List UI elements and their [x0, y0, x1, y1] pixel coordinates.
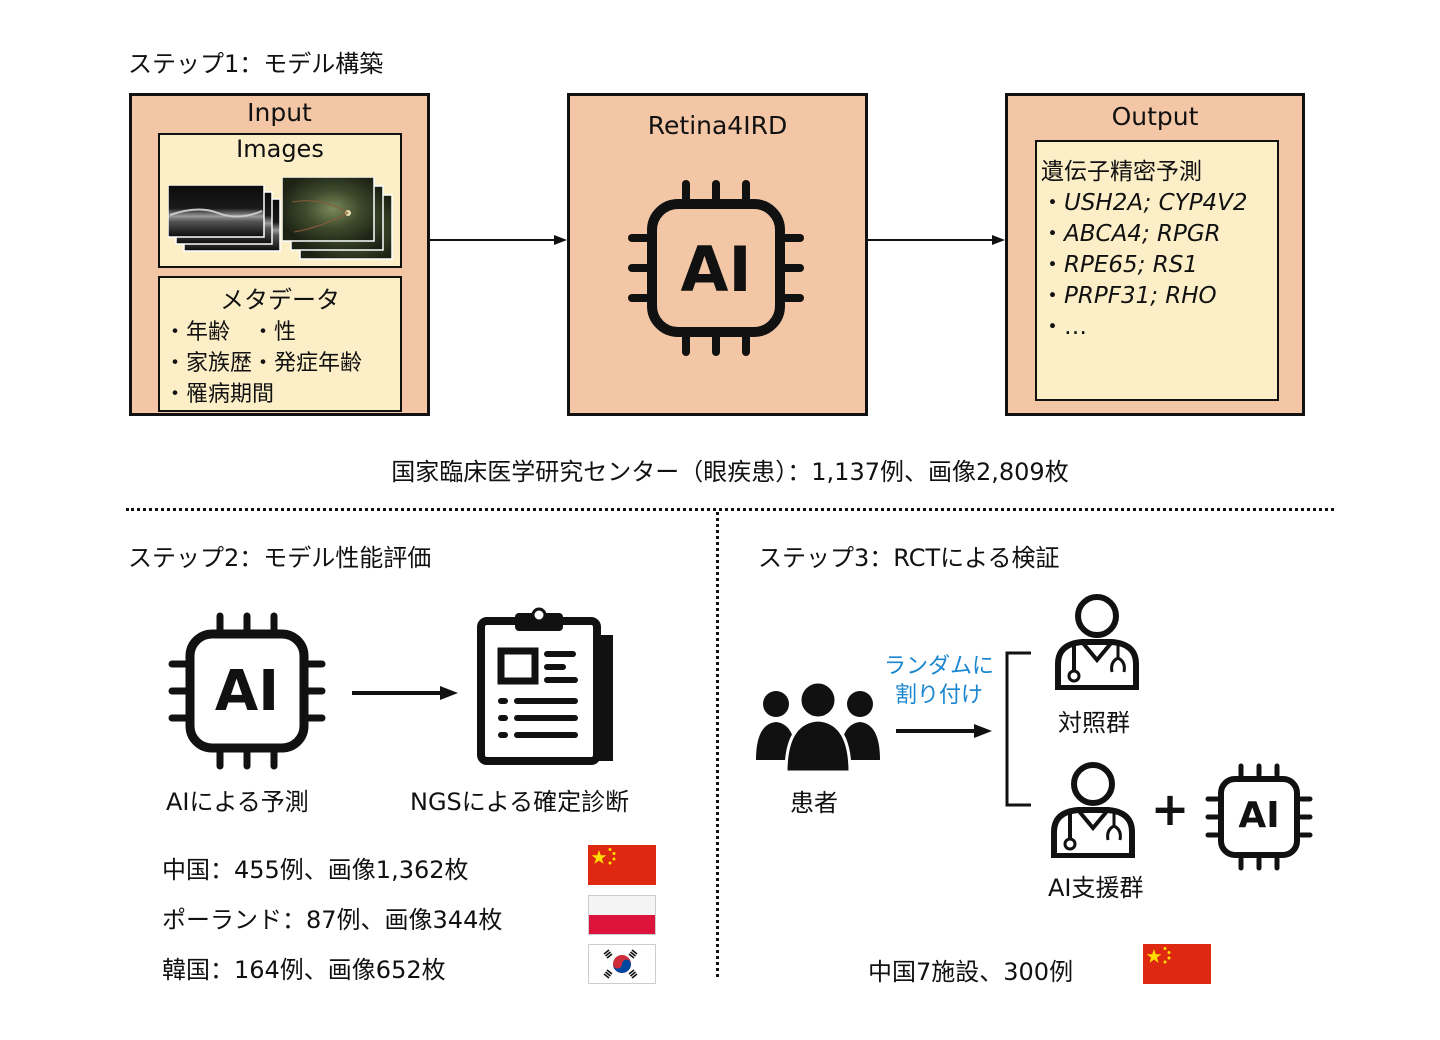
korea-flag-icon — [588, 944, 656, 988]
ai-chip-icon: AI — [1205, 763, 1313, 875]
input-box: Input Images — [129, 93, 430, 416]
bullet: ・ — [1041, 221, 1064, 247]
ai-group-caption: AI支援群 — [1048, 874, 1144, 902]
ai-chip-icon: AI — [168, 612, 326, 774]
ai-chip-label: AI — [680, 233, 752, 306]
country-row: 中国：455例、画像1,362枚 — [162, 856, 469, 884]
output-item: ・PRPF31; RHO — [1041, 276, 1217, 310]
country-row: ポーランド：87例、画像344枚 — [162, 906, 503, 934]
metadata-title: メタデータ — [220, 286, 340, 314]
ngs-caption: NGSによる確定診断 — [410, 788, 630, 816]
control-group-caption: 対照群 — [1058, 709, 1130, 737]
output-item: ・ABCA4; RPGR — [1041, 214, 1221, 248]
gene-pair: ABCA4; RPGR — [1064, 221, 1221, 247]
step3-title: ステップ3：RCTによる検証 — [758, 544, 1060, 572]
ai-chip-label: AI — [214, 659, 280, 724]
clipboard-report-icon — [475, 607, 620, 771]
china-flag-icon — [588, 845, 656, 889]
step1-title: ステップ1：モデル構築 — [128, 50, 384, 78]
bullet: ・ — [1041, 283, 1064, 309]
output-title: Output — [1111, 102, 1199, 131]
vertical-divider — [716, 512, 719, 977]
bullet: ・ — [1041, 190, 1064, 216]
allocation-bracket — [1003, 651, 1033, 811]
randomize-line: ランダムに — [883, 654, 994, 679]
metadata-item: ・家族歴・発症年齢 — [164, 351, 363, 376]
oct-image-stack-icon — [167, 184, 283, 259]
arrow-randomize — [896, 721, 996, 745]
output-heading: 遺伝子精密予測 — [1041, 159, 1202, 185]
output-item: ・RPE65; RS1 — [1041, 245, 1198, 279]
horizontal-divider — [126, 508, 1334, 511]
arrow-model-to-output — [868, 232, 1008, 252]
metadata-panel: メタデータ ・年齢 ・性 ・家族歴・発症年齢 ・罹病期間 — [158, 276, 402, 412]
arrow-input-to-model — [430, 232, 570, 252]
output-panel: 遺伝子精密予測 ・USH2A; CYP4V2 ・ABCA4; RPGR ・RPE… — [1035, 140, 1279, 401]
ai-chip-icon: AI — [626, 178, 806, 362]
doctor-icon — [1048, 760, 1138, 862]
arrow-ai-to-ngs — [352, 683, 462, 707]
step1-dataset: 国家臨床医学研究センター（眼疾患）：1,137例、画像2,809枚 — [391, 458, 1069, 486]
fundus-image-stack-icon — [281, 176, 394, 266]
images-panel: Images — [158, 133, 402, 268]
bullet: ・ — [1041, 252, 1064, 278]
metadata-item: ・罹病期間 — [164, 382, 275, 407]
output-item: ・… — [1041, 307, 1087, 341]
input-title: Input — [247, 98, 312, 127]
gene-pair: RPE65; RS1 — [1064, 252, 1198, 278]
metadata-item: ・年齢 ・性 — [164, 320, 297, 345]
images-title: Images — [236, 135, 324, 163]
step2-title: ステップ2：モデル性能評価 — [128, 544, 432, 572]
bullet: ・ — [1041, 314, 1064, 340]
patients-caption: 患者 — [790, 789, 838, 817]
randomize-label: ランダムに 割り付け — [874, 652, 1004, 710]
patients-group-icon — [756, 680, 880, 776]
model-box: Retina4IRD AI — [567, 93, 868, 416]
output-box: Output 遺伝子精密予測 ・USH2A; CYP4V2 ・ABCA4; RP… — [1005, 93, 1305, 416]
doctor-icon — [1052, 592, 1142, 694]
output-item: ・USH2A; CYP4V2 — [1041, 183, 1248, 217]
china-flag-icon — [1143, 944, 1211, 988]
randomize-line: 割り付け — [894, 683, 983, 708]
country-row: 韓国：164例、画像652枚 — [162, 956, 446, 984]
poland-flag-icon — [588, 895, 656, 939]
plus-icon: + — [1150, 782, 1190, 836]
step3-dataset: 中国7施設、300例 — [868, 958, 1074, 986]
ellipsis: … — [1064, 314, 1087, 340]
gene-pair: PRPF31; RHO — [1064, 283, 1217, 309]
gene-pair: USH2A; CYP4V2 — [1064, 190, 1248, 216]
model-title: Retina4IRD — [647, 111, 788, 140]
ai-chip-label: AI — [1238, 795, 1280, 836]
ai-prediction-caption: AIによる予測 — [166, 788, 309, 816]
